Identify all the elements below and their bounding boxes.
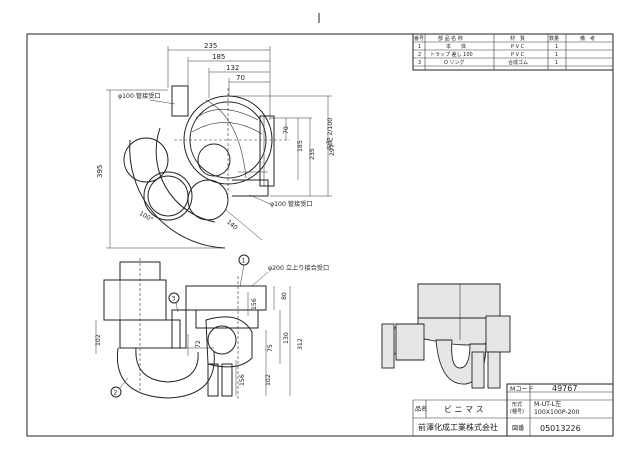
dim-156-lower: 156 <box>239 374 246 386</box>
row1-no: 1 <box>418 44 421 50</box>
table-header-qty: 数量 <box>549 35 559 42</box>
m-code-value: 49767 <box>552 384 577 393</box>
dim-312: 312 <box>297 338 304 350</box>
dim-297: 297 <box>329 144 336 156</box>
company-name: 前澤化成工業株式会社 <box>418 422 498 432</box>
dim-185-top: 185 <box>212 53 225 61</box>
svg-text:1: 1 <box>242 258 246 265</box>
dim-102-right: 102 <box>265 374 272 386</box>
dim-70-right: 70 <box>283 126 290 134</box>
svg-text:2: 2 <box>114 390 118 397</box>
m-code-label: Mコード <box>510 386 534 393</box>
row2-qty: 1 <box>555 52 558 58</box>
dim-130: 130 <box>283 332 290 344</box>
dim-156-upper: 156 <box>251 298 258 310</box>
plan-left-circle <box>123 137 169 183</box>
dim-102-left: 102 <box>95 334 102 346</box>
row2-no: 2 <box>418 52 421 58</box>
model-value-1: M-UT-L左 <box>534 400 561 408</box>
dim-132-top: 132 <box>226 64 239 72</box>
row3-no: 3 <box>418 60 421 66</box>
front-trap-bend <box>116 347 215 399</box>
dim-72: 72 <box>195 340 202 348</box>
row3-qty: 1 <box>555 60 558 66</box>
dim-70-top: 70 <box>236 74 245 82</box>
drawing-no-label: 図番 <box>512 425 524 432</box>
plan-view: 235 185 132 70 395 70 185 235 297 勾配 2/1… <box>96 42 336 249</box>
row3-material: 合成ゴム <box>508 59 528 66</box>
dim-235-right: 235 <box>309 148 316 160</box>
note-riser-inlet: φ200 立上り接合受口 <box>268 264 329 272</box>
dim-185-right: 185 <box>297 140 304 152</box>
drawing-no-value: 05013226 <box>540 424 581 433</box>
model-value-2: 100X100P-200 <box>534 409 580 416</box>
name-value: ビ ニ マ ス <box>444 405 484 414</box>
table-header-no: 番号 <box>414 35 424 42</box>
title-block: Mコード 49767 品名 ビ ニ マ ス 形式 (種号) M-UT-L左 10… <box>412 383 614 437</box>
slope-note: 勾配 2/100 <box>326 118 334 150</box>
row1-name: 本 体 <box>446 43 466 50</box>
svg-text:3: 3 <box>172 296 176 303</box>
drawing-frame <box>26 33 614 437</box>
row2-material: P V C <box>511 52 525 58</box>
row1-material: P V C <box>511 44 525 50</box>
row2-name: トラップ 差し 100 <box>430 51 473 58</box>
name-label: 品名 <box>415 405 427 413</box>
balloon-3 <box>168 292 180 304</box>
model-label-2: (種号) <box>510 408 524 415</box>
model-label-1: 形式 <box>512 401 522 408</box>
balloon-2 <box>110 386 122 398</box>
plan-inlet-stub <box>171 85 189 117</box>
parts-table: 番号 部 品 名 称 材 質 数量 備 考 1 本 体 P V C 1 2 トラ… <box>412 33 614 71</box>
table-header-remarks: 備 考 <box>580 35 595 42</box>
front-view: 80 312 130 75 102 156 156 102 72 φ200 立上… <box>95 254 329 400</box>
dim-80: 80 <box>281 292 288 300</box>
row1-qty: 1 <box>555 44 558 50</box>
table-header-material: 材 質 <box>510 35 525 42</box>
note-inlet-top: φ100 管接受口 <box>118 92 161 100</box>
dim-75: 75 <box>267 344 274 352</box>
iso-view <box>381 283 511 389</box>
dim-235-top: 235 <box>204 42 217 50</box>
row3-name: O リング <box>444 59 465 66</box>
plan-lower-circle <box>143 171 193 221</box>
dim-395: 395 <box>96 165 104 178</box>
dim-140: 140 <box>225 219 239 232</box>
note-inlet-bottom: φ100 管接受口 <box>270 200 313 208</box>
table-header-name: 部 品 名 称 <box>438 35 463 42</box>
